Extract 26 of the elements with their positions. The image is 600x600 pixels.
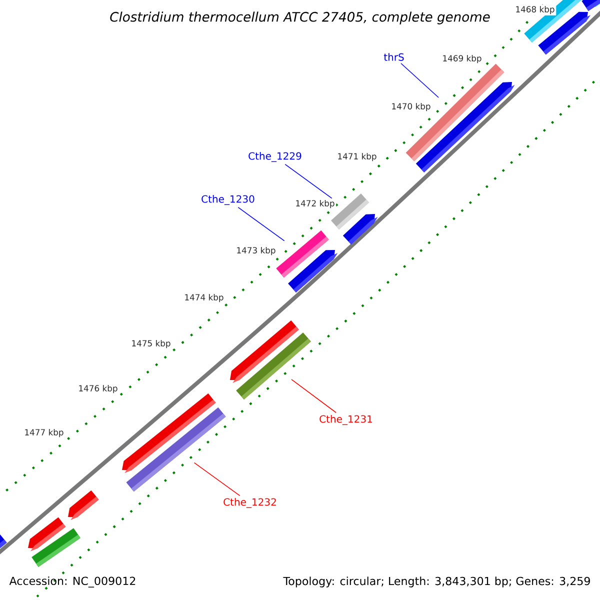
- gene-label: thrS: [384, 53, 404, 61]
- scale-label: 1471 kbp: [336, 152, 378, 162]
- leader-line: [400, 62, 439, 98]
- leader-line: [194, 462, 240, 496]
- scale-label: 1476 kbp: [76, 384, 120, 394]
- gene-bar: [126, 407, 226, 492]
- footer-text: Topology: circular; Length: 3,843,301 bp; Genes: 3,259: [283, 576, 590, 588]
- leader-line: [238, 206, 285, 242]
- scale-label: 1475 kbp: [130, 338, 172, 350]
- gene-label: Cthe_1231: [320, 415, 372, 425]
- gene-label: Cthe_1230: [202, 195, 254, 205]
- scale-label: 1469 kbp: [440, 54, 484, 64]
- scale-label: 1472 kbp: [294, 198, 336, 210]
- gene-bar: [236, 332, 311, 400]
- scale-label: 1477 kbp: [22, 428, 66, 438]
- leader-line: [284, 164, 332, 199]
- gene-label: Cthe_1232: [224, 498, 276, 508]
- scale-label: 1474 kbp: [182, 292, 226, 304]
- scale-label: 1473 kbp: [234, 246, 278, 256]
- scale-label: 1468 kbp: [514, 4, 556, 16]
- title: Clostridium thermocellum ATCC 27405, complete genome: [110, 12, 490, 24]
- gene-label: Cthe_1229: [248, 152, 302, 162]
- scale-label: 1470 kbp: [390, 102, 432, 112]
- footer-text: Accession: NC_009012: [9, 576, 136, 588]
- leader-line: [291, 379, 336, 414]
- gene-bar: [276, 230, 329, 278]
